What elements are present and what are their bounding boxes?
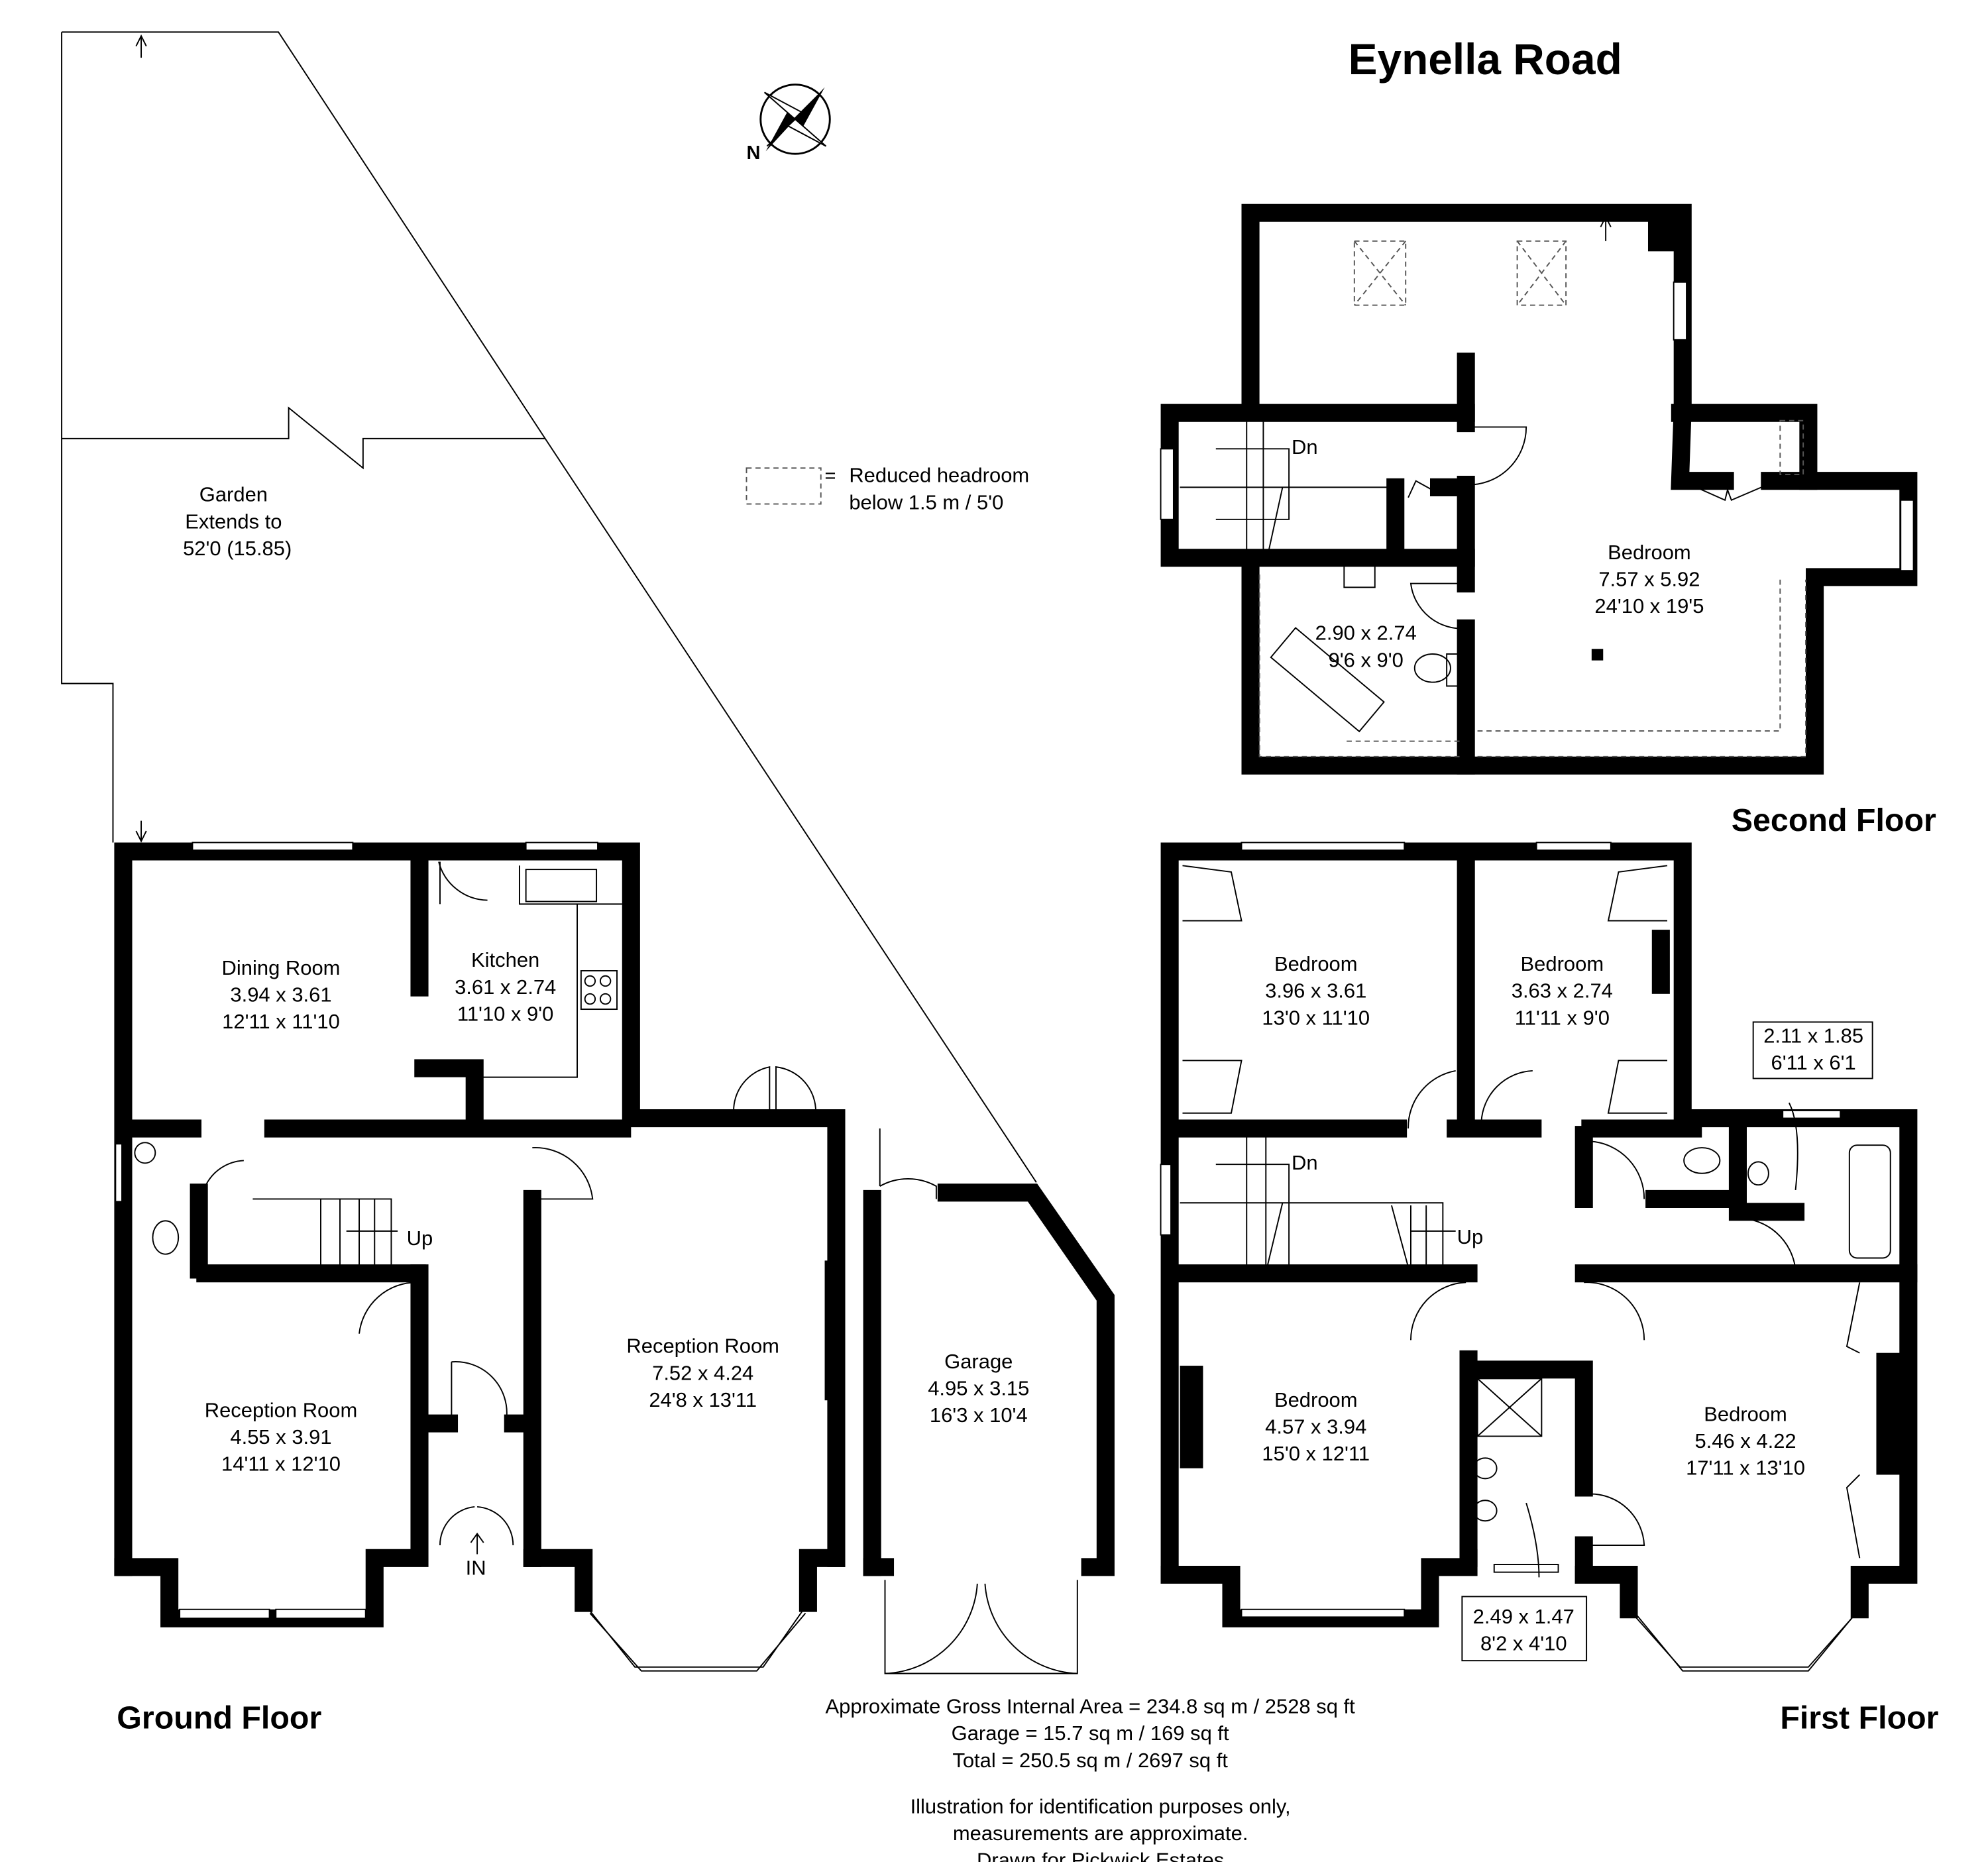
second-bathroom-imperial: 9'6 x 9'0 bbox=[1329, 648, 1404, 671]
first-floor-label: First Floor bbox=[1780, 1700, 1938, 1736]
reduced-headroom-swatch bbox=[746, 467, 822, 505]
garage-name: Garage bbox=[944, 1350, 1013, 1373]
bathroom-imperial: 6'11 x 6'1 bbox=[1771, 1051, 1855, 1074]
bathroom-dimension-box bbox=[1752, 1021, 1873, 1191]
second-bedroom-name: Bedroom bbox=[1608, 541, 1691, 564]
shower-room-metric: 2.49 x 1.47 bbox=[1473, 1605, 1574, 1628]
ground-floor-walls bbox=[114, 842, 1115, 1627]
second-floor-walls bbox=[1160, 203, 1918, 775]
ground-floor-label: Ground Floor bbox=[117, 1700, 321, 1736]
first-bedroom-4-imperial: 17'11 x 13'10 bbox=[1686, 1456, 1805, 1480]
first-bedroom-4-metric: 5.46 x 4.22 bbox=[1694, 1429, 1796, 1452]
garage-area: Garage = 15.7 sq m / 169 sq ft bbox=[952, 1722, 1229, 1745]
reception-room-front-metric: 4.55 x 3.91 bbox=[230, 1425, 331, 1449]
reception-room-front-imperial: 14'11 x 12'10 bbox=[221, 1452, 341, 1476]
garden-length: 52'0 (15.85) bbox=[183, 537, 292, 560]
ground-stairs-up-label: Up bbox=[407, 1227, 433, 1250]
first-bedroom-2-metric: 3.63 x 2.74 bbox=[1512, 979, 1613, 1003]
first-bedroom-4-name: Bedroom bbox=[1704, 1402, 1787, 1425]
legend-equals: = bbox=[825, 466, 836, 487]
dining-room-name: Dining Room bbox=[222, 956, 341, 979]
second-bedroom-metric: 7.57 x 5.92 bbox=[1598, 567, 1700, 590]
reception-room-main-name: Reception Room bbox=[626, 1335, 779, 1358]
garden-extends-label: Extends to bbox=[185, 510, 282, 533]
shower-room-imperial: 8'2 x 4'10 bbox=[1480, 1632, 1567, 1655]
disclaimer-line1: Illustration for identification purposes… bbox=[911, 1794, 1291, 1818]
total-area: Total = 250.5 sq m / 2697 sq ft bbox=[952, 1749, 1228, 1772]
dining-room-imperial: 12'11 x 11'10 bbox=[222, 1010, 340, 1033]
shower-room-dimension-box bbox=[1461, 1502, 1588, 1662]
second-stairs-down-label: Dn bbox=[1292, 435, 1318, 459]
garage-imperial: 16'3 x 10'4 bbox=[930, 1403, 1028, 1427]
garage-metric: 4.95 x 3.15 bbox=[928, 1377, 1029, 1400]
legend-line1: Reduced headroom bbox=[849, 464, 1029, 487]
second-floor-label: Second Floor bbox=[1732, 802, 1936, 838]
garden-outline bbox=[61, 31, 1037, 1183]
first-stairs-down-label: Dn bbox=[1292, 1151, 1318, 1174]
second-floor-details bbox=[1160, 215, 1914, 757]
dining-room-metric: 3.94 x 3.61 bbox=[230, 983, 331, 1006]
entrance-label: IN bbox=[466, 1557, 486, 1580]
property-title: Eynella Road bbox=[1349, 34, 1622, 83]
disclaimer-line3: Drawn for Pickwick Estates bbox=[977, 1849, 1224, 1862]
reception-room-front-name: Reception Room bbox=[205, 1398, 358, 1421]
kitchen-name: Kitchen bbox=[471, 948, 539, 971]
gross-area: Approximate Gross Internal Area = 234.8 … bbox=[826, 1695, 1356, 1718]
first-bedroom-2-imperial: 11'11 x 9'0 bbox=[1515, 1006, 1610, 1029]
first-bedroom-3-metric: 4.57 x 3.94 bbox=[1265, 1415, 1366, 1439]
compass-rose-icon bbox=[759, 83, 831, 155]
second-bathroom-metric: 2.90 x 2.74 bbox=[1315, 622, 1417, 645]
first-stairs-up-label: Up bbox=[1457, 1225, 1484, 1248]
first-bedroom-1-metric: 3.96 x 3.61 bbox=[1265, 979, 1366, 1003]
reception-room-main-imperial: 24'8 x 13'11 bbox=[649, 1388, 757, 1411]
first-floor-details bbox=[1160, 842, 1891, 1672]
first-bedroom-2-name: Bedroom bbox=[1521, 952, 1604, 975]
first-bedroom-1-name: Bedroom bbox=[1274, 952, 1358, 975]
first-bedroom-1-imperial: 13'0 x 11'10 bbox=[1262, 1006, 1370, 1029]
ground-floor-details bbox=[115, 842, 1078, 1674]
first-bedroom-3-imperial: 15'0 x 12'11 bbox=[1262, 1442, 1370, 1465]
reception-room-main-metric: 7.52 x 4.24 bbox=[652, 1361, 753, 1384]
first-bedroom-3-name: Bedroom bbox=[1274, 1388, 1358, 1411]
kitchen-metric: 3.61 x 2.74 bbox=[455, 975, 556, 999]
compass-north-label: N bbox=[746, 142, 760, 164]
disclaimer-line2: measurements are approximate. bbox=[953, 1822, 1248, 1845]
bathroom-metric: 2.11 x 1.85 bbox=[1763, 1024, 1863, 1047]
garden-label: Garden bbox=[199, 483, 268, 506]
kitchen-imperial: 11'10 x 9'0 bbox=[457, 1002, 554, 1025]
legend-line2: below 1.5 m / 5'0 bbox=[849, 490, 1003, 514]
second-bedroom-imperial: 24'10 x 19'5 bbox=[1594, 594, 1704, 618]
